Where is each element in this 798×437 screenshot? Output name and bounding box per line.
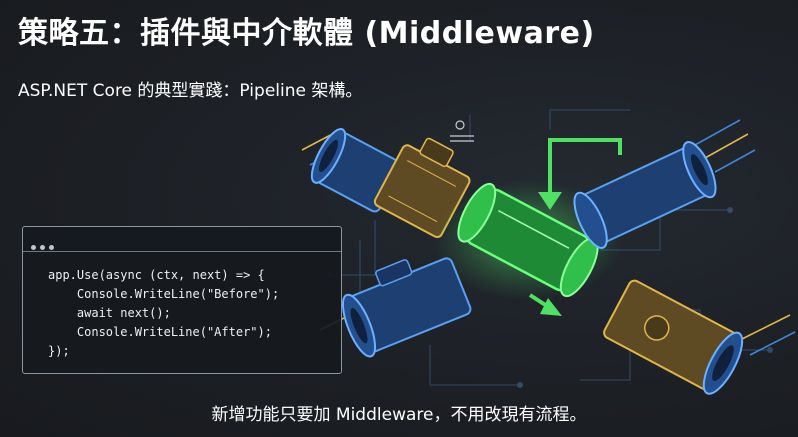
slide-subtitle: ASP.NET Core 的典型實踐：Pipeline 架構。 bbox=[18, 81, 363, 101]
code-block: app.Use(async (ctx, next) => { Console.W… bbox=[48, 266, 279, 361]
pipe-segment-blue-bottom bbox=[341, 257, 472, 358]
code-line: }); bbox=[48, 344, 70, 358]
window-dot bbox=[31, 245, 36, 250]
pipe-segment-green-center bbox=[457, 182, 599, 298]
code-window: app.Use(async (ctx, next) => { Console.W… bbox=[22, 226, 342, 374]
pipe-segment-blue-left bbox=[310, 128, 403, 213]
gear-icon bbox=[450, 120, 474, 142]
window-dot bbox=[40, 245, 45, 250]
flow-arrow-icon bbox=[528, 293, 562, 316]
pipe-segment-gold-right bbox=[603, 279, 744, 395]
code-line: app.Use(async (ctx, next) => { bbox=[48, 268, 265, 282]
window-dots bbox=[31, 235, 58, 254]
slide-title: 策略五：插件與中介軟體 (Middleware) bbox=[18, 16, 595, 51]
code-window-titlebar bbox=[23, 227, 341, 252]
window-dot bbox=[49, 245, 54, 250]
slide-footer: 新增功能只要加 Middleware，不用改現有流程。 bbox=[211, 405, 587, 425]
bypass-arrow-icon bbox=[538, 138, 622, 210]
code-line: Console.WriteLine("Before"); bbox=[48, 287, 280, 301]
pipeline-diagram bbox=[301, 109, 796, 395]
code-line: Console.WriteLine("After"); bbox=[48, 325, 272, 339]
code-line: await next(); bbox=[48, 306, 171, 320]
pipe-segment-blue-right bbox=[573, 141, 717, 249]
